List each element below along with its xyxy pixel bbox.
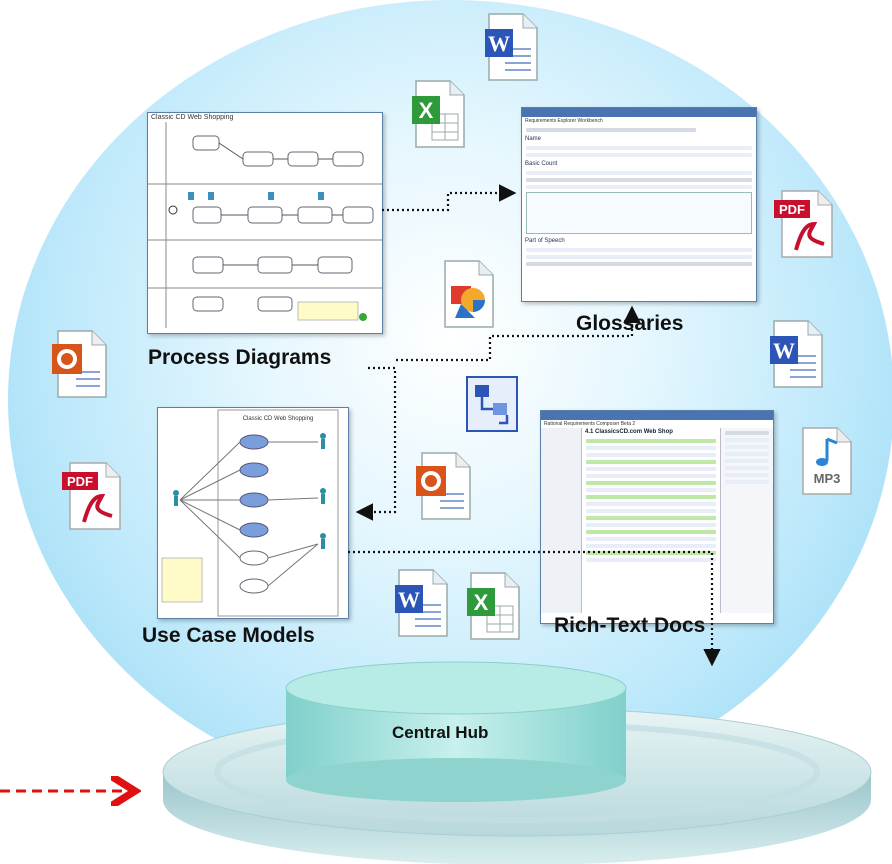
word-icon-2: W [770,320,823,388]
svg-text:X: X [474,590,489,615]
label-rich-text-docs: Rich-Text Docs [554,614,706,637]
label-process-diagrams: Process Diagrams [148,346,332,369]
glossary-thumbnail: Requirements Explorer Workbench Name Bas… [521,107,757,302]
rich-text-thumbnail: Rational Requirements Composer Beta 2 4.… [540,410,774,624]
chart-doc-icon [444,260,494,328]
process-diagram-thumbnail: Classic CD Web Shopping [147,112,383,334]
arrow-usecase-to-richtext [348,550,721,667]
glossary-section-name: Name [525,136,542,142]
glossary-window-bar [522,108,756,117]
pdf-icon: PDF [774,190,833,258]
use-case-thumbnail: Classic CD Web Shopping [157,407,349,619]
svg-text:W: W [488,31,510,56]
richtext-app-title: Rational Requirements Composer Beta 2 [544,421,636,427]
excel-icon-2: X [467,572,520,640]
glossary-section-pos: Part of Speech [525,238,565,244]
word-icon-3: W [395,569,448,637]
richtext-heading: 4.1 ClassicsCD.com Web Shop [585,429,673,435]
label-use-case-models: Use Case Models [142,624,315,647]
mp3-icon: MP3 [802,427,852,495]
svg-text:X: X [419,98,434,123]
powerpoint-icon-2 [416,452,471,520]
use-case-diagram-art: Classic CD Web Shopping [161,409,339,617]
excel-icon: X [412,80,465,148]
svg-text:PDF: PDF [779,202,805,217]
powerpoint-icon [52,330,107,398]
word-icon: W [485,13,538,81]
glossary-section-count: Basic Count [525,161,558,167]
glossary-title: Requirements Explorer Workbench [525,118,603,124]
svg-text:W: W [398,587,420,612]
mp3-text: MP3 [814,471,841,486]
label-central-hub: Central Hub [392,723,489,742]
process-diagram-art [148,122,382,328]
svg-text:W: W [773,338,795,363]
arrow-to-usecase [355,366,397,521]
visio-icon [466,376,518,432]
pdf-icon-2: PDF [62,462,121,530]
use-case-title: Classic CD Web Shopping [243,416,314,422]
process-title: Classic CD Web Shopping [151,114,234,121]
svg-text:PDF: PDF [67,474,93,489]
label-glossaries: Glossaries [576,312,684,335]
richtext-window-bar [541,411,773,420]
arrow-process-to-glossary [382,184,517,212]
